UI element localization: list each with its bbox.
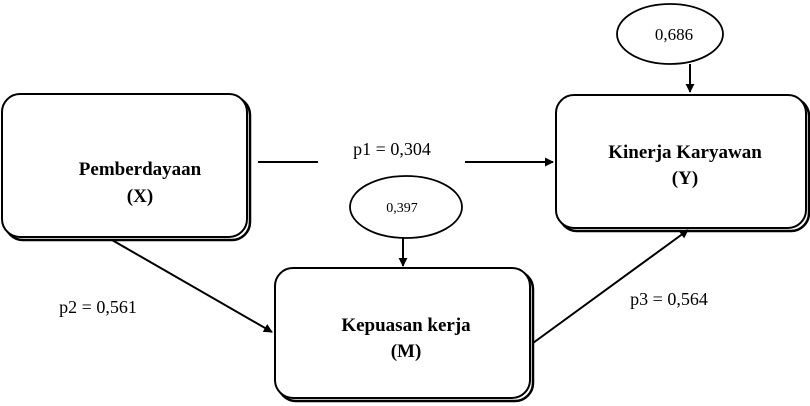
node-kinerja-karyawan-symbol: (Y) <box>672 168 698 189</box>
path-p1: p1 = 0,304 <box>258 139 554 167</box>
path-p2: p2 = 0,561 <box>59 239 273 333</box>
node-pemberdayaan: Pemberdayaan (X) <box>1 93 252 242</box>
error-ellipse-y <box>616 3 724 65</box>
path-p2-label: p2 = 0,561 <box>59 297 137 317</box>
path-p3-arrow <box>532 229 689 344</box>
node-kepuasan-kerja: Kepuasan kerja (M) <box>274 267 535 403</box>
path-p1-label: p1 = 0,304 <box>353 139 431 159</box>
node-pemberdayaan-title: Pemberdayaan <box>79 159 202 180</box>
node-kepuasan-kerja-box <box>274 267 531 399</box>
node-kinerja-karyawan-title: Kinerja Karyawan <box>608 142 762 163</box>
error-ellipse-m <box>349 175 463 239</box>
node-pemberdayaan-symbol: (X) <box>127 186 153 207</box>
path-p2-arrow <box>111 239 273 333</box>
node-kinerja-karyawan: Kinerja Karyawan (Y) <box>555 94 810 233</box>
path-p3-label: p3 = 0,564 <box>630 289 708 309</box>
node-kinerja-karyawan-box <box>555 94 807 229</box>
error-term-m: 0,397 <box>349 175 463 267</box>
node-kepuasan-kerja-title: Kepuasan kerja <box>341 315 471 336</box>
error-value-y: 0,686 <box>655 25 693 44</box>
node-kepuasan-kerja-symbol: (M) <box>391 341 422 362</box>
path-p3: p3 = 0,564 <box>532 229 708 344</box>
error-term-y: 0,686 <box>616 3 724 93</box>
error-value-m: 0,397 <box>386 201 418 216</box>
node-pemberdayaan-box <box>1 93 248 238</box>
